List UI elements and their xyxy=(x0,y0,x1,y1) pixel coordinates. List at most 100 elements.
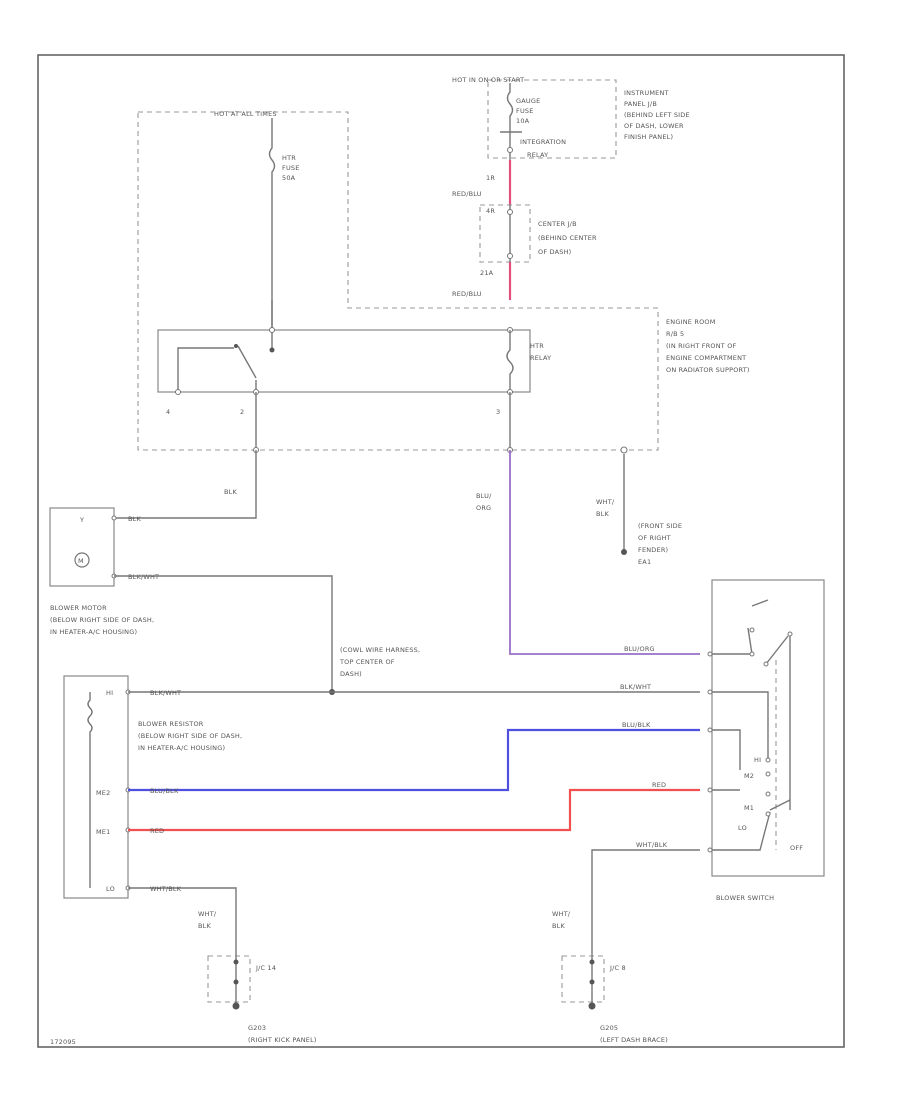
harness-label-1: (COWL WIRE HARNESS, xyxy=(340,646,420,654)
switch-term-blu-org xyxy=(707,651,713,657)
jc14-dot-1 xyxy=(233,959,239,965)
switch-pos-hi xyxy=(765,757,771,763)
switch-wire-blu-org-label: BLU/ORG xyxy=(624,645,655,653)
htr-fuse-junction xyxy=(269,347,275,353)
diagram-border xyxy=(37,54,845,1048)
gauge-fuse-label-1: GAUGE xyxy=(516,97,540,105)
switch-pos-m2 xyxy=(765,771,771,777)
htr-relay-label-2: RELAY xyxy=(530,354,551,362)
center-jb-pin-top xyxy=(507,209,513,215)
harness-label-3: DASH) xyxy=(340,670,362,678)
relay-contact-pivot xyxy=(234,344,238,348)
center-jb-label-1: CENTER J/B xyxy=(538,220,577,228)
htr-relay-label-1: HTR xyxy=(530,342,544,350)
switch-lo-path xyxy=(712,799,791,851)
resistor-element xyxy=(87,692,93,888)
switch-term-blk-wht xyxy=(707,689,713,695)
hot-start-label: HOT IN ON OR START xyxy=(452,76,524,84)
gauge-fuse-label-3: 10A xyxy=(516,117,530,125)
jc14-dashed-box xyxy=(207,955,251,1003)
g203-ground-point xyxy=(232,1002,240,1010)
jc8-dashed-box xyxy=(561,955,605,1003)
integration-relay-label-2: RELAY xyxy=(527,151,548,159)
switch-m2-path xyxy=(712,729,741,770)
switch-term-red xyxy=(707,787,713,793)
wire-wht-blk-label-2: BLK xyxy=(596,510,609,518)
relay-top-pin-1 xyxy=(269,327,275,333)
wire-red-blu-label-1: RED/BLU xyxy=(452,190,482,198)
switch-gnd-wire-1: WHT/ xyxy=(552,910,571,918)
switch-pos-m1-label: M1 xyxy=(744,804,754,812)
blower-switch-label: BLOWER SWITCH xyxy=(716,894,774,902)
relay-coil xyxy=(506,330,514,392)
switch-contact-c xyxy=(763,661,769,667)
resistor-pin-hi: HI xyxy=(106,689,113,697)
blower-switch-box xyxy=(711,579,825,877)
ip-jb-label-5: FINISH PANEL) xyxy=(624,133,673,141)
hot-at-all-times-label: HOT AT ALL TIMES xyxy=(214,110,277,118)
switch-internal-input xyxy=(712,599,769,655)
blower-motor-label-3: IN HEATER-A/C HOUSING) xyxy=(50,628,137,636)
switch-pos-m1 xyxy=(765,791,771,797)
wire-blk-to-motor xyxy=(114,450,257,519)
relay-pin-4: 4 xyxy=(166,408,170,416)
engine-rb-label-5: ON RADIATOR SUPPORT) xyxy=(666,366,750,374)
wire-lo-label: WHT/BLK xyxy=(150,885,182,893)
gauge-fuse-label-2: FUSE xyxy=(516,107,534,115)
ground-top-point xyxy=(621,549,627,555)
wire-me2-blu-blk xyxy=(128,728,700,792)
ground-top-location-1: (FRONT SIDE xyxy=(638,522,682,530)
wire-me1-label-right: RED xyxy=(652,781,666,789)
switch-wire-wht-blk-label: WHT/BLK xyxy=(636,841,668,849)
blower-motor-symbol-mark: Y xyxy=(79,516,84,524)
blower-motor-symbol-text: M xyxy=(78,557,84,565)
switch-pos-lo xyxy=(765,811,771,817)
blower-resistor-box xyxy=(63,675,129,899)
g203-label-1: G203 xyxy=(248,1024,266,1032)
ip-jb-label-1: INSTRUMENT xyxy=(624,89,669,97)
resistor-pin-me2: ME2 xyxy=(96,789,110,797)
motor-pin-1 xyxy=(111,515,117,521)
blower-motor-symbol xyxy=(74,552,90,568)
pin-21a: 21A xyxy=(480,269,494,277)
hot-start-dashed-box xyxy=(487,79,617,159)
wire-red-blu-label-2: RED/BLU xyxy=(452,290,482,298)
switch-pos-lo-label: LO xyxy=(738,824,747,832)
htr-fuse-label-2: FUSE xyxy=(282,164,300,172)
switch-pos-off-label: OFF xyxy=(790,844,803,852)
switch-pos-m2-label: M2 xyxy=(744,772,754,780)
integration-relay-pin xyxy=(507,147,513,153)
engine-rb-label-1: ENGINE ROOM xyxy=(666,318,716,326)
switch-gnd-wire-2: BLK xyxy=(552,922,565,930)
g205-label-1: G205 xyxy=(600,1024,618,1032)
switch-lever-1 xyxy=(765,635,791,810)
ip-jb-label-4: OF DASH, LOWER xyxy=(624,122,684,130)
resistor-gnd-wire-1: WHT/ xyxy=(198,910,217,918)
wire-me1-label-left: RED xyxy=(150,827,164,835)
wire-blk-wht-motor xyxy=(114,575,333,692)
ip-jb-label-3: (BEHIND LEFT SIDE xyxy=(624,111,690,119)
switch-term-wht-blk xyxy=(707,847,713,853)
engine-rb-label-2: R/B 5 xyxy=(666,330,684,338)
switch-contact-d xyxy=(787,631,793,637)
blower-motor-label-2: (BELOW RIGHT SIDE OF DASH, xyxy=(50,616,154,624)
wire-blk-label: BLK xyxy=(224,488,237,496)
wire-me1-red xyxy=(128,788,700,832)
ground-top-location-2: OF RIGHT xyxy=(638,534,671,542)
htr-fuse-label-3: 50A xyxy=(282,174,296,182)
jc8-dot-1 xyxy=(589,959,595,965)
switch-contact-b xyxy=(749,627,755,633)
center-jb-pin-bottom xyxy=(507,253,513,259)
relay-exit-pin-ground xyxy=(620,446,628,454)
blower-resistor-label-2: (BELOW RIGHT SIDE OF DASH, xyxy=(138,732,242,740)
resistor-gnd-wire-2: BLK xyxy=(198,922,211,930)
wire-switch-wht-blk xyxy=(591,849,700,942)
gauge-fuse-symbol xyxy=(506,83,514,128)
relay-contact-path xyxy=(177,345,257,392)
wire-me2-label-right: BLU/BLK xyxy=(622,721,651,729)
motor-wire-2-label: BLK/WHT xyxy=(128,573,159,581)
switch-contact-a xyxy=(749,651,755,657)
motor-wire-1-label: BLK xyxy=(128,515,141,523)
jc14-dot-2 xyxy=(233,979,239,985)
center-jb-dashed-box xyxy=(479,204,531,263)
